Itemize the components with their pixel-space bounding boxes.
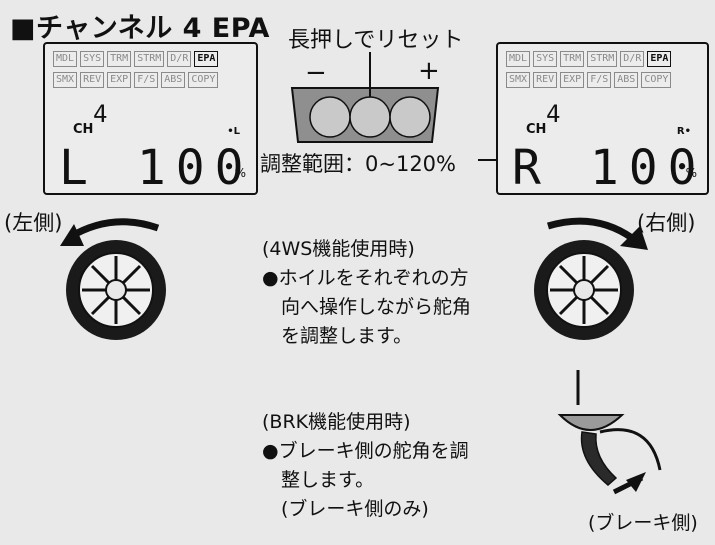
menu-item-copy: COPY xyxy=(641,72,672,88)
lcd-menu-row: MDL SYS TRM STRM D/R EPA xyxy=(506,51,706,67)
right-wheel xyxy=(534,217,648,340)
dial-right-knob[interactable] xyxy=(389,96,431,138)
menu-item-rev: REV xyxy=(80,72,105,88)
menu-item-fs: F/S xyxy=(134,72,159,88)
menu-item-smx: SMX xyxy=(53,72,78,88)
dial-panel xyxy=(290,52,440,143)
left-side-label: (左側) xyxy=(4,211,63,235)
trigger-lever[interactable] xyxy=(580,431,618,486)
left-rotation-arrow xyxy=(68,218,160,241)
menu-item-sys: SYS xyxy=(80,51,105,67)
dial-left-knob[interactable] xyxy=(309,96,351,138)
note-line: (ブレーキ側のみ) xyxy=(262,498,429,520)
trigger-guard xyxy=(599,428,662,471)
epa-readout: R 100 xyxy=(512,144,707,192)
left-wheel xyxy=(60,218,166,340)
menu-item-mdl: MDL xyxy=(53,51,78,67)
brake-side-label: (ブレーキ側) xyxy=(588,512,698,534)
lcd-menu-row: SMX REV EXP F/S ABS COPY xyxy=(53,72,253,88)
trigger-housing xyxy=(557,414,625,431)
menu-item-abs: ABS xyxy=(614,72,639,88)
menu-item-epa: EPA xyxy=(194,51,219,67)
channel-number: 4 xyxy=(546,100,561,128)
plus-sign: + xyxy=(418,56,440,86)
side-indicator: R• xyxy=(676,126,691,137)
note-4ws: (4WS機能使用時) ●ホイルをそれぞれの方 向へ操作しながら舵角 を調整します… xyxy=(262,235,471,351)
side-letter: R xyxy=(512,140,551,196)
note-line: 整します。 xyxy=(262,469,375,491)
channel-number: 4 xyxy=(93,100,108,128)
right-rotation-arrow xyxy=(547,217,635,241)
note-line: ●ホイルをそれぞれの方 xyxy=(262,267,469,289)
menu-item-exp: EXP xyxy=(107,72,132,88)
right-side-label: (右側) xyxy=(637,211,696,235)
menu-item-smx: SMX xyxy=(506,72,531,88)
lcd-menu: MDL SYS TRM STRM D/R EPA SMX REV EXP F/S… xyxy=(506,51,706,93)
menu-item-rev: REV xyxy=(533,72,558,88)
note-line: 向へ操作しながら舵角 xyxy=(262,296,472,318)
menu-item-epa: EPA xyxy=(647,51,672,67)
menu-item-dr: D/R xyxy=(167,51,192,67)
percent-unit: % xyxy=(234,166,246,180)
adjust-range-label: 調整範囲：0~120% xyxy=(260,152,456,176)
menu-item-abs: ABS xyxy=(161,72,186,88)
note-line: (BRK機能使用時) xyxy=(262,411,411,433)
channel-label: CH xyxy=(526,122,547,137)
lcd-left: MDL SYS TRM STRM D/R EPA SMX REV EXP F/S… xyxy=(43,42,258,195)
menu-item-mdl: MDL xyxy=(506,51,531,67)
menu-item-fs: F/S xyxy=(587,72,612,88)
percent-unit: % xyxy=(685,166,697,180)
menu-item-trm: TRM xyxy=(107,51,132,67)
side-letter: L xyxy=(59,140,98,196)
epa-readout: L 100 xyxy=(59,144,254,192)
lcd-menu-row: SMX REV EXP F/S ABS COPY xyxy=(506,72,706,88)
note-line: (4WS機能使用時) xyxy=(262,238,415,260)
menu-item-sys: SYS xyxy=(533,51,558,67)
epa-value: 100 xyxy=(589,140,707,196)
note-line: ●ブレーキ側の舵角を調 xyxy=(262,440,469,462)
page-title: ■チャンネル 4 EPA xyxy=(10,13,270,44)
lcd-menu: MDL SYS TRM STRM D/R EPA SMX REV EXP F/S… xyxy=(53,51,253,93)
menu-item-copy: COPY xyxy=(188,72,219,88)
side-indicator: •L xyxy=(227,126,240,137)
lcd-right: MDL SYS TRM STRM D/R EPA SMX REV EXP F/S… xyxy=(496,42,709,195)
menu-item-strm: STRM xyxy=(134,51,165,67)
note-brk: (BRK機能使用時) ●ブレーキ側の舵角を調 整します。 (ブレーキ側のみ) xyxy=(262,408,469,524)
lcd-menu-row: MDL SYS TRM STRM D/R EPA xyxy=(53,51,253,67)
menu-item-strm: STRM xyxy=(587,51,618,67)
epa-value: 100 xyxy=(136,140,254,196)
reset-instruction: 長押しでリセット xyxy=(288,28,464,53)
channel-label: CH xyxy=(73,122,94,137)
dial-center-knob[interactable] xyxy=(349,96,391,138)
note-line: を調整します。 xyxy=(262,325,413,347)
minus-sign: − xyxy=(305,58,327,88)
menu-item-exp: EXP xyxy=(560,72,585,88)
menu-item-trm: TRM xyxy=(560,51,585,67)
brake-trigger xyxy=(557,370,662,495)
menu-item-dr: D/R xyxy=(620,51,645,67)
